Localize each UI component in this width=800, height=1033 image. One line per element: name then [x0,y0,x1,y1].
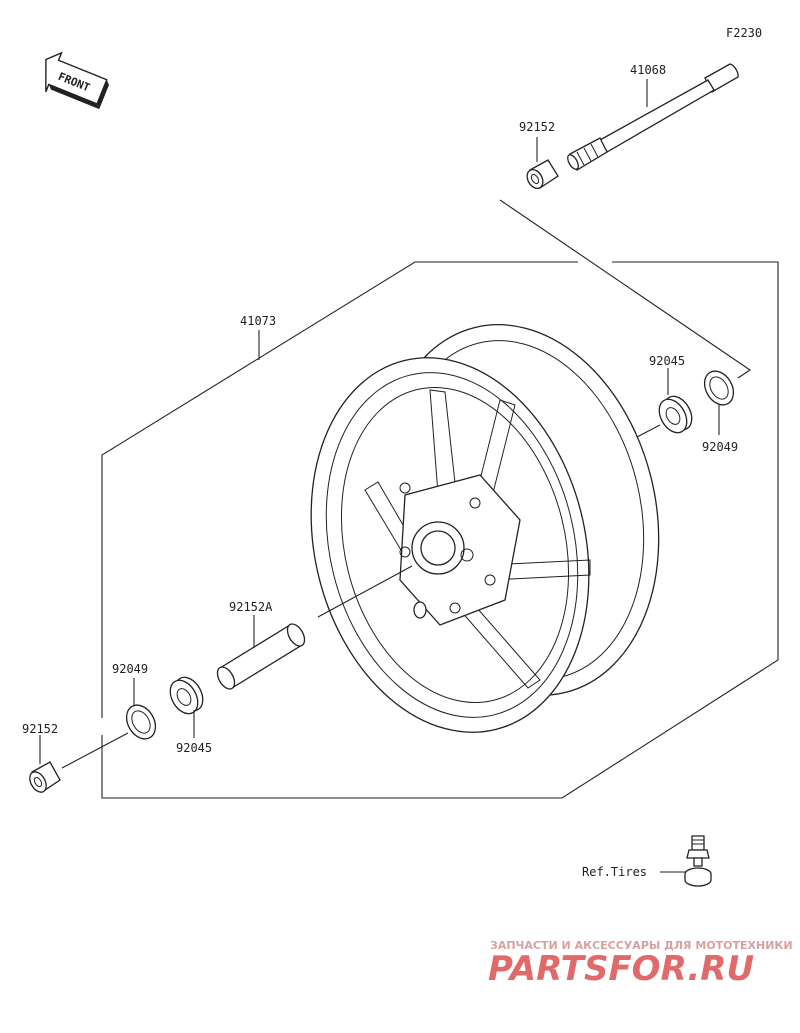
tire-valve-icon [684,835,712,887]
bearing-left-92045 [169,676,204,715]
axis-line-bearing-right [636,424,661,438]
label-collar-center: 92152A [229,600,273,614]
label-wheel: 41073 [240,314,276,328]
front-arrow-icon: FRONT [45,51,109,110]
axis-line-left [61,732,129,769]
bearing-right-92045 [658,395,693,434]
collar-top-92152 [526,159,559,189]
axle-41068 [567,63,739,171]
label-collar-left: 92152 [22,722,58,736]
seal-left-92049 [125,704,157,740]
label-axle: 41068 [630,63,666,77]
label-ref-tires: Ref.Tires [582,865,647,879]
axis-line-right [499,199,751,379]
label-collar-top: 92152 [519,120,555,134]
seal-right-92049 [703,370,735,406]
watermark-tagline: ЗАПЧАСТИ И АКСЕССУАРЫ ДЛЯ МОТОТЕХНИКИ [490,939,793,952]
collar-left-92152 [29,761,61,793]
figure-code: F2230 [726,26,762,40]
label-seal-left: 92049 [112,662,148,676]
label-seal-right: 92049 [702,440,738,454]
watermark-brand: PARTSFOR.RU [488,949,754,989]
valve-hole [413,601,427,619]
collar-center-92152A [216,623,306,690]
label-bearing-right: 92045 [649,354,685,368]
wheel-41073 [310,324,660,733]
axis-line-center [317,565,413,618]
frame-bottom-right [101,261,779,799]
label-bearing-left: 92045 [176,741,212,755]
